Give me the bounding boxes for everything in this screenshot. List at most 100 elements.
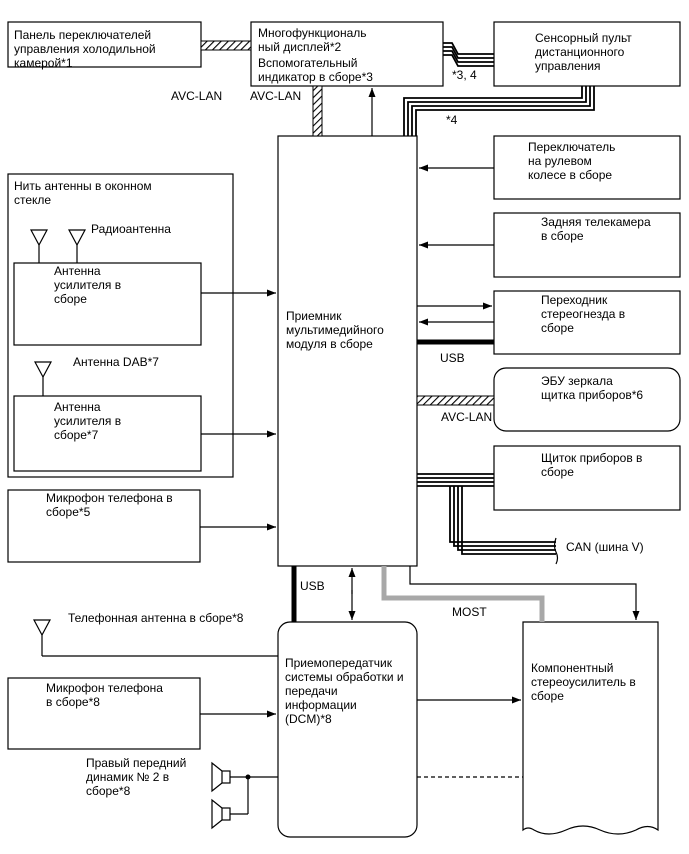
most-bus xyxy=(381,566,545,622)
text-line: Антенна xyxy=(54,400,101,414)
avc-lan-label-2: AVC-LAN xyxy=(250,89,301,103)
radio-antenna-label: Радиоантенна xyxy=(91,222,171,236)
text-line: Нить антенны в оконном xyxy=(14,179,152,193)
text-line: Панель переключателей xyxy=(14,28,151,42)
avc-lan-bus-display xyxy=(312,85,323,137)
text-line: стереогнезда в xyxy=(541,307,625,321)
text-line: стекле xyxy=(14,193,51,207)
usb-label-1: USB xyxy=(440,351,465,365)
avc-lan-bus-mirror xyxy=(416,395,495,406)
avc-lan-label-3: AVC-LAN xyxy=(441,410,492,424)
text-line: щитка приборов*6 xyxy=(541,388,643,402)
dab-antenna-label: Антенна DAB*7 xyxy=(73,355,159,369)
text-line: колесе в сборе xyxy=(528,168,612,182)
text-line: Задняя телекамера xyxy=(541,215,651,229)
text-line: в сборе*8 xyxy=(46,695,100,709)
text-line: камерой*1 xyxy=(14,56,73,70)
cold-panel-box xyxy=(7,21,202,68)
text-line: Вспомогательный xyxy=(258,56,357,70)
text-line: Переходник xyxy=(541,293,608,307)
text-line: индикатор в сборе*3 xyxy=(258,70,373,84)
dcm-box xyxy=(277,621,418,838)
text-line: стереоусилитель в xyxy=(531,675,636,689)
text-line: Антенна xyxy=(54,264,101,278)
avc-lan-label-1: AVC-LAN xyxy=(171,89,222,103)
note-4-label: *4 xyxy=(446,113,458,127)
text-line: сборе xyxy=(531,689,564,703)
text-line: модуля в сборе xyxy=(286,337,373,351)
avc-lan-bus-cold-panel xyxy=(200,40,252,51)
phone-antenna-icon xyxy=(33,619,278,657)
text-line: Щиток приборов в xyxy=(541,451,642,465)
text-line: (DCM)*8 xyxy=(285,712,332,726)
text-line: мультимедийного xyxy=(286,323,384,337)
text-line: Компонентный xyxy=(531,661,613,675)
mic-2-box xyxy=(7,677,201,750)
text-line: Приемник xyxy=(286,309,342,323)
instrument-panel-box xyxy=(493,445,681,511)
phone-antenna-label: Телефонная антенна в сборе*8 xyxy=(68,611,244,625)
text-line: Переключатель xyxy=(528,140,615,154)
amp-antenna-2-box xyxy=(13,395,202,472)
text-line: Микрофон телефона в xyxy=(46,491,173,505)
amplifier-box xyxy=(522,621,659,835)
receiver-to-amp-arrow xyxy=(409,566,640,620)
text-line: Приемопередатчик xyxy=(285,656,393,670)
speaker-icon xyxy=(211,761,278,830)
can-label: CAN (шина V) xyxy=(566,540,644,554)
text-line: Микрофон телефона xyxy=(46,681,163,695)
text-line: в сборе xyxy=(541,229,584,243)
twisted-pair-display-remote xyxy=(443,42,494,67)
steering-switch-box xyxy=(493,135,681,200)
text-line: Правый передний xyxy=(86,756,186,770)
amp-antenna-1-box xyxy=(13,262,202,346)
radio-antenna-icon xyxy=(30,229,86,263)
text-line: динамик № 2 в xyxy=(86,770,169,784)
usb-label-2: USB xyxy=(300,579,325,593)
text-line: сборе*8 xyxy=(86,784,131,798)
most-label: MOST xyxy=(452,605,487,619)
text-line: сборе xyxy=(541,465,574,479)
text-line: Сенсорный пульт xyxy=(535,31,632,45)
can-bus xyxy=(417,473,559,565)
text-line: усилителя в xyxy=(54,414,121,428)
text-line: управления xyxy=(535,59,600,73)
text-line: ный дисплей*2 xyxy=(258,40,342,54)
text-line: управления холодильной xyxy=(14,42,156,56)
text-line: сборе*7 xyxy=(54,428,99,442)
twisted-pair-remote-receiver xyxy=(403,86,595,136)
text-line: сборе xyxy=(541,321,574,335)
multi-display-box xyxy=(250,21,444,87)
text-line: на рулевом xyxy=(528,154,592,168)
text-line: передачи xyxy=(285,684,338,698)
text-line: сборе*5 xyxy=(46,505,91,519)
text-line: информации xyxy=(285,698,357,712)
text-line: ЭБУ зеркала xyxy=(541,374,613,388)
receiver-box xyxy=(277,135,418,567)
dab-antenna-icon xyxy=(34,361,52,396)
text-line: сборе xyxy=(54,292,87,306)
note-3-4-label: *3, 4 xyxy=(452,68,477,82)
mic-1-box xyxy=(7,489,201,563)
text-line: усилителя в xyxy=(54,278,121,292)
text-line: дистанционного xyxy=(535,45,625,59)
